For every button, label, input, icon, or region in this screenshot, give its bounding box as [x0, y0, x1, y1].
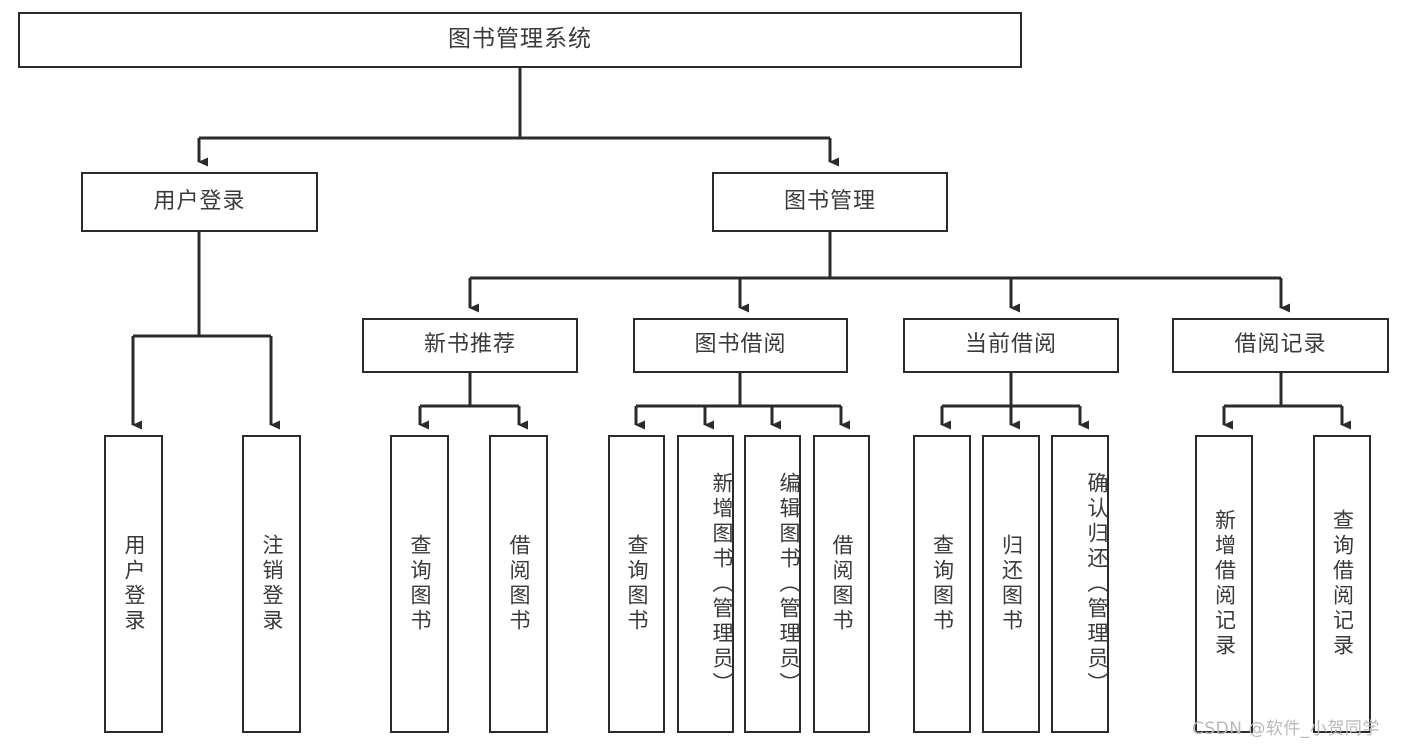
node-root-system[interactable]: 图书管理系统 — [18, 12, 1022, 68]
node-book-management[interactable]: 图书管理 — [712, 172, 948, 232]
csdn-watermark: CSDN @软件_小贺同学 — [1192, 719, 1380, 739]
leaf-query-book-borrow[interactable]: 查询图书 — [608, 435, 665, 733]
leaf-return-book[interactable]: 归还图书 — [982, 435, 1040, 733]
node-borrow-record[interactable]: 借阅记录 — [1172, 318, 1389, 373]
leaf-borrow-book-newbook[interactable]: 借阅图书 — [489, 435, 548, 733]
leaf-query-book-newbook[interactable]: 查询图书 — [390, 435, 449, 733]
leaf-user-login[interactable]: 用户登录 — [104, 435, 163, 733]
leaf-logout-login[interactable]: 注销登录 — [242, 435, 301, 733]
leaf-query-book-current[interactable]: 查询图书 — [913, 435, 971, 733]
node-book-borrow[interactable]: 图书借阅 — [633, 318, 848, 373]
node-new-book-recommend[interactable]: 新书推荐 — [362, 318, 578, 373]
leaf-add-book-admin[interactable]: 新增图书（管理员） — [677, 435, 734, 733]
leaf-query-borrow-record[interactable]: 查询借阅记录 — [1313, 435, 1371, 733]
leaf-borrow-book-borrow[interactable]: 借阅图书 — [813, 435, 870, 733]
leaf-confirm-return-admin[interactable]: 确认归还（管理员） — [1051, 435, 1109, 733]
leaf-edit-book-admin[interactable]: 编辑图书（管理员） — [744, 435, 801, 733]
node-current-borrow[interactable]: 当前借阅 — [903, 318, 1119, 373]
leaf-add-borrow-record[interactable]: 新增借阅记录 — [1195, 435, 1253, 733]
node-user-login[interactable]: 用户登录 — [81, 172, 318, 232]
